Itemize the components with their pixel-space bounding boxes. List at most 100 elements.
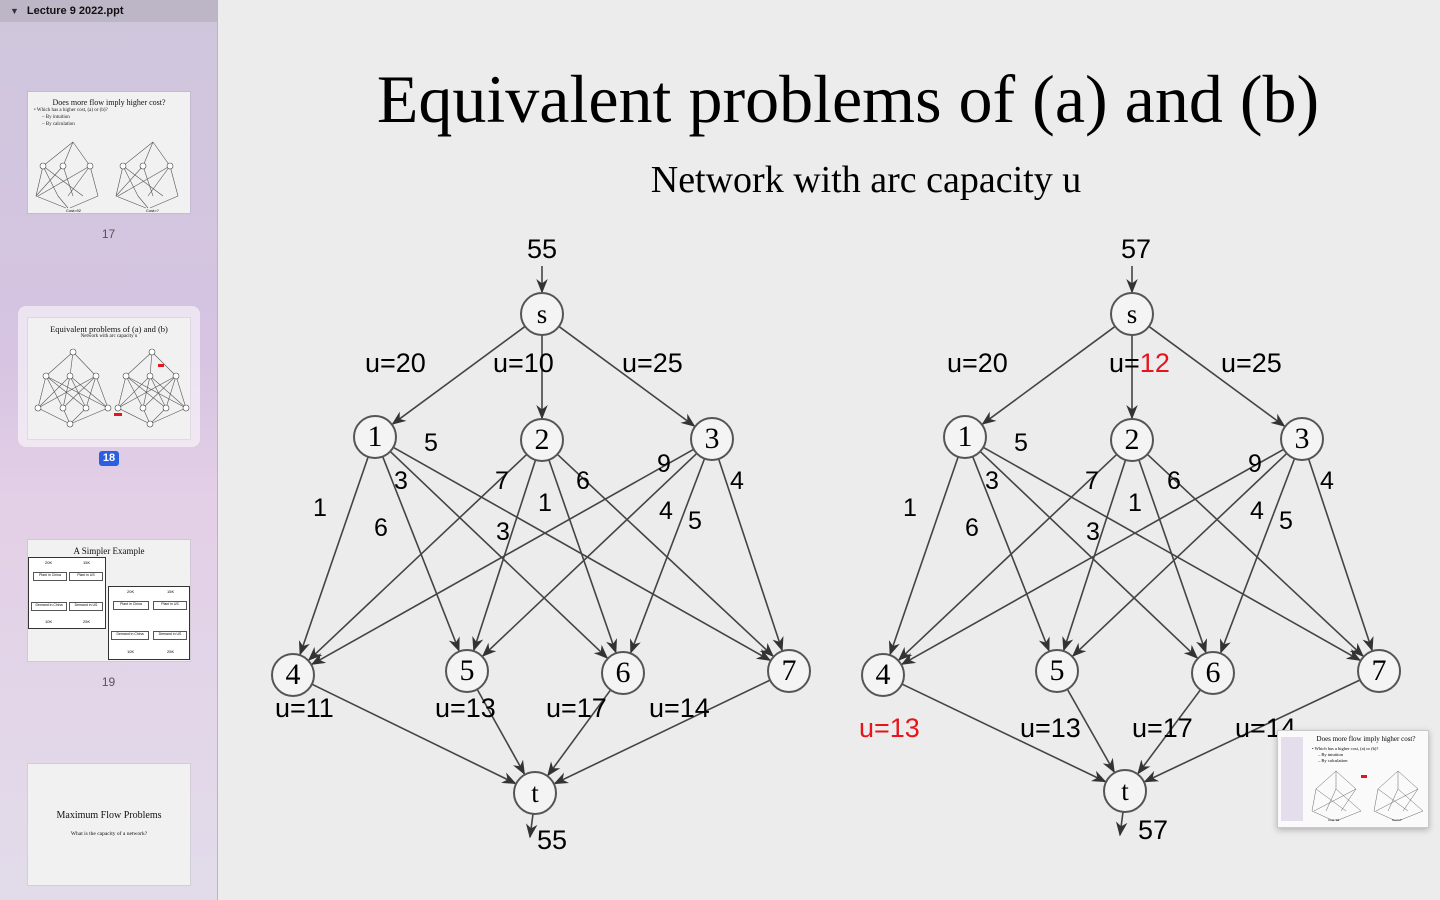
- cost-label: 1: [903, 494, 917, 522]
- thumb-box: Demand in US: [69, 602, 103, 611]
- sink-cap-b-5: u=13: [1020, 713, 1081, 743]
- network-a-arc-3-7: [717, 458, 784, 652]
- cost-label: 1: [313, 494, 327, 522]
- network-a-arc-6-t: [547, 689, 612, 777]
- network-a-arc-3-4: [310, 448, 695, 665]
- thumb-caption: Cost=92: [66, 208, 82, 213]
- preview-caption: Cost=?: [1392, 818, 1402, 822]
- network-a-node-label: 1: [368, 420, 383, 453]
- network-a-node-2: 2: [520, 418, 564, 462]
- cost-label: 6: [374, 514, 388, 542]
- slide-preview-popup[interactable]: Does more flow imply higher cost? • Whic…: [1277, 730, 1429, 828]
- slide-number-selected: 18: [99, 451, 119, 466]
- thumb-value: 20K: [127, 589, 135, 594]
- network-b-arc-3-7: [1307, 458, 1374, 652]
- network-a-arc-s-3: [558, 325, 696, 427]
- thumb-bullet: • Which has a higher cost, (a) or (b)?: [34, 108, 108, 113]
- source-cap-b-3: u=25: [1221, 348, 1282, 378]
- thumb-value: 15K: [167, 589, 175, 594]
- source-cap-a-2: u=10: [493, 348, 554, 378]
- cost-label: 4: [1320, 467, 1334, 495]
- slide-title: Equivalent problems of (a) and (b): [376, 61, 1320, 137]
- preview-bullet: • Which has a higher cost, (a) or (b)?: [1312, 746, 1379, 751]
- network-a-arc-2-7: [556, 453, 774, 657]
- network-b-arc-2-4: [897, 453, 1118, 661]
- thumb-value: 20K: [45, 560, 53, 565]
- network-b-node-2: 2: [1110, 418, 1154, 462]
- network-b-arc-s-1: [981, 325, 1116, 425]
- thumb-subtitle: What is the capacity of a network?: [70, 831, 148, 837]
- thumb-value: 25K: [83, 619, 91, 624]
- navigator-header[interactable]: ▼ Lecture 9 2022.ppt: [0, 0, 217, 22]
- slide-subtitle: Network with arc capacity u: [650, 159, 1082, 201]
- network-b-node-circle: [861, 653, 905, 697]
- thumb-box: Plant in US: [153, 601, 187, 610]
- thumb-value: 15K: [83, 560, 91, 565]
- sink-cap-b-4-highlight: u=13: [859, 713, 920, 743]
- network-a-node-6: 6: [601, 651, 645, 695]
- demand-label-a: 55: [537, 825, 567, 855]
- network-b-node-circle: [1110, 292, 1154, 336]
- sink-cap-a-6: u=17: [546, 693, 607, 723]
- network-b-arc-6-t: [1137, 689, 1202, 775]
- cost-label: 3: [985, 467, 999, 495]
- network-a-node-circle: [445, 649, 489, 693]
- network-b-node-s: s: [1110, 292, 1154, 336]
- thumb-bullet: – By calculation: [42, 122, 75, 127]
- cost-label: 6: [576, 467, 590, 495]
- collapse-triangle-icon[interactable]: ▼: [10, 6, 19, 16]
- slide-canvas[interactable]: Equivalent problems of (a) and (b) Netwo…: [218, 0, 1440, 900]
- supply-label-b: 57: [1121, 234, 1151, 264]
- slide-thumbnail-20[interactable]: Maximum Flow Problems What is the capaci…: [28, 764, 190, 885]
- network-b-arc-2-6: [1138, 459, 1207, 654]
- network-a-node-4: 4: [271, 653, 315, 697]
- cost-label: 7: [1085, 467, 1099, 495]
- source-cap-a-3: u=25: [622, 348, 683, 378]
- network-b-arc-7-t: [1143, 679, 1361, 783]
- network-a-node-label: 6: [616, 656, 631, 689]
- thumb-title: A Simpler Example: [73, 546, 145, 556]
- network-a-node-s: s: [520, 292, 564, 336]
- network-b-node-1: 1: [943, 415, 987, 459]
- network-a-node-label: 4: [286, 658, 301, 691]
- thumb-title: Maximum Flow Problems: [56, 810, 162, 821]
- network-a-demand-arrow: [525, 813, 538, 839]
- cost-label: 3: [496, 518, 510, 546]
- cost-label: 5: [1279, 507, 1293, 535]
- preview-caption: Cost=92: [1328, 818, 1340, 822]
- network-b-node-label: t: [1121, 776, 1129, 806]
- cost-label: 6: [1167, 467, 1181, 495]
- network-a-node-circle: [690, 417, 734, 461]
- thumb-box: Demand in US: [153, 631, 187, 640]
- preview-bullets: • Which has a higher cost, (a) or (b)? –…: [1312, 746, 1378, 764]
- slide-thumbnail-17[interactable]: Does more flow imply higher cost? • Whic…: [28, 92, 190, 213]
- thumb-subtitle: Network with arc capacity u: [80, 334, 138, 339]
- thumb-title: Does more flow imply higher cost?: [52, 98, 166, 107]
- network-b-arc-s-3: [1148, 325, 1286, 427]
- preview-title: Does more flow imply higher cost?: [1316, 735, 1416, 743]
- network-a-arc-s-1: [391, 325, 526, 425]
- slide-thumbnail-19[interactable]: A Simpler Example Plant in China Plant i…: [28, 540, 190, 661]
- cost-label: 9: [657, 450, 671, 478]
- network-b-node-label: 4: [876, 658, 891, 691]
- network-b-node-label: 6: [1206, 656, 1221, 689]
- network-b-node-circle: [1110, 418, 1154, 462]
- network-b-node-circle: [1103, 769, 1147, 813]
- cost-label: 7: [495, 467, 509, 495]
- network-b-arc-3-6: [1220, 458, 1296, 654]
- source-cap-a-1: u=20: [365, 348, 426, 378]
- network-b-node-label: s: [1127, 299, 1138, 329]
- network-a-node-label: s: [537, 299, 548, 329]
- cost-label: 4: [730, 467, 744, 495]
- network-b-node-label: 2: [1125, 423, 1140, 456]
- sink-cap-a-4: u=11: [275, 693, 334, 723]
- cost-label: 3: [394, 467, 408, 495]
- network-b-arc-4-t: [901, 683, 1107, 783]
- document-title: Lecture 9 2022.ppt: [26, 5, 124, 17]
- slide-thumbnail-18[interactable]: Equivalent problems of (a) and (b) Netwo…: [28, 318, 190, 439]
- supply-label-a: 55: [527, 234, 557, 264]
- network-b-node-3: 3: [1280, 417, 1324, 461]
- network-b-node-circle: [1035, 649, 1079, 693]
- preview-network-diagram: Cost=92 Cost=?: [1311, 770, 1424, 822]
- network-a-arc-7-t: [553, 679, 771, 785]
